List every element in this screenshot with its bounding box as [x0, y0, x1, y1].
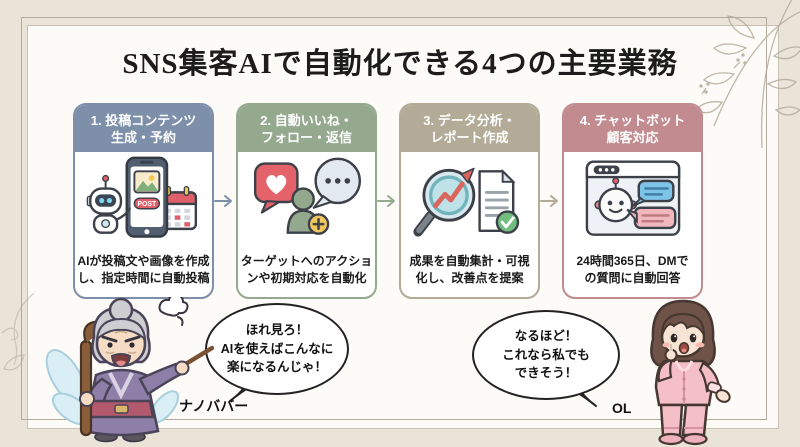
card-1-header: 1. 投稿コンテンツ 生成・予約 — [75, 105, 212, 153]
card-4-header-line: 4. チャットボット — [579, 113, 686, 128]
card-2-header-line: フォロー・返信 — [260, 130, 352, 146]
speech-line: 楽になるんじゃ！ — [226, 360, 327, 375]
panel-frame-front — [21, 17, 767, 420]
arrow-right-icon — [377, 193, 399, 209]
chatbot-window-icon — [564, 152, 701, 252]
page-title: SNS集客AIで自動化できる4つの主要業務 — [122, 48, 678, 80]
card-4-description: 24時間365日、DMで の質問に自動回答 — [564, 252, 701, 297]
speech-line: なるほど！ — [514, 328, 578, 343]
card-2-header-line: 2. 自動いいね・ — [260, 113, 353, 128]
card-1-description: AIが投稿文や画像を作成 し、指定時間に自動投稿 — [75, 252, 212, 297]
card-1-desc-line: し、指定時間に自動投稿 — [77, 271, 210, 286]
card-4-desc-line: の質問に自動回答 — [584, 271, 681, 286]
card-2-auto-engagement: 2. 自動いいね・ フォロー・返信 — [236, 103, 377, 300]
card-1-desc-line: AIが投稿文や画像を作成 — [77, 254, 210, 269]
card-3-header-line: レポート作成 — [430, 130, 509, 146]
card-3-header: 3. データ分析・ レポート作成 — [401, 105, 538, 153]
arrow-right-icon — [540, 193, 562, 209]
card-3-data-analysis: 3. データ分析・ レポート作成 — [399, 103, 540, 300]
speech-line: AIを使えばこんなに — [220, 341, 334, 356]
post-button-label: POST — [137, 201, 157, 208]
card-3-description: 成果を自動集計・可視 化し、改善点を提案 — [401, 252, 538, 297]
card-1-content-creation: 1. 投稿コンテンツ 生成・予約 — [73, 103, 214, 300]
speech-line: できそう！ — [514, 366, 578, 381]
robot-phone-post-calendar-icon: POST — [75, 152, 212, 252]
card-4-header: 4. チャットボット 顧客対応 — [564, 105, 701, 153]
card-2-header: 2. 自動いいね・ フォロー・返信 — [238, 105, 375, 153]
card-2-desc-line: ンや初期対応を自動化 — [246, 271, 367, 286]
card-3-header-line: 3. データ分析・ — [423, 113, 516, 128]
arrow-right-icon — [214, 193, 236, 209]
card-2-desc-line: ターゲットへのアクショ — [240, 254, 373, 269]
card-4-chatbot-support: 4. チャットボット 顧客対応 — [562, 103, 703, 300]
ol-speech-bubble: なるほど！ これなら私でも できそう！ — [472, 310, 620, 400]
card-1-header-line: 1. 投稿コンテンツ — [90, 113, 197, 128]
card-1-header-line: 生成・予約 — [110, 130, 176, 146]
card-2-description: ターゲットへのアクショ ンや初期対応を自動化 — [238, 252, 375, 297]
grandma-character-illustration — [45, 297, 214, 443]
ol-character-illustration — [650, 299, 731, 446]
grandma-speech-bubble: ほれ見ろ！ AIを使えばこんなに 楽になるんじゃ！ — [205, 303, 349, 395]
card-3-desc-line: 成果を自動集計・可視 — [409, 254, 530, 269]
card-3-desc-line: 化し、改善点を提案 — [415, 271, 524, 286]
speech-line: これなら私でも — [502, 347, 590, 362]
like-follow-reply-icon — [238, 152, 375, 252]
grandma-name-label: ナノババー — [179, 398, 249, 414]
workflow-cards-row: 1. 投稿コンテンツ 生成・予約 — [73, 103, 703, 300]
magnifier-chart-report-icon — [401, 152, 538, 252]
card-4-desc-line: 24時間365日、DMで — [576, 254, 689, 269]
ol-name-label: OL — [612, 400, 632, 416]
speech-line: ほれ見ろ！ — [245, 322, 309, 337]
card-4-header-line: 顧客対応 — [606, 130, 659, 146]
